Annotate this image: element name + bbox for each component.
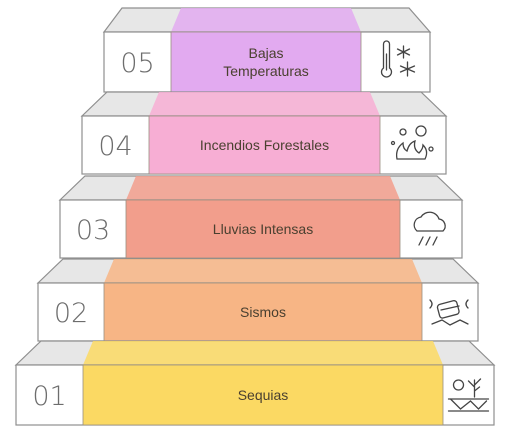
step-label: Lluvias Intensas	[213, 221, 313, 237]
step-01: 01 Sequias	[14, 340, 496, 426]
drought-icon	[447, 378, 490, 412]
carpet-riser	[82, 364, 444, 426]
rain-cloud-icon	[413, 211, 446, 246]
step-label: Incendios Forestales	[200, 137, 329, 153]
step-number: 03	[76, 215, 110, 246]
step-number: 01	[32, 381, 66, 412]
forest-fire-icon	[390, 125, 434, 160]
step-label: Bajas	[248, 45, 283, 61]
carpet-tread	[149, 92, 380, 116]
step-03: 03 Lluvias Intensas	[58, 175, 464, 259]
carpet-tread	[171, 8, 361, 32]
step-number: 05	[120, 48, 154, 79]
step-label: Sequias	[238, 387, 289, 403]
thermometer-snowflake-icon	[380, 40, 416, 78]
carpet-riser	[125, 199, 401, 259]
step-04: 04 Incendios Forestales	[80, 91, 448, 175]
step-number: 04	[98, 131, 132, 162]
step-02: 02 Sismos	[36, 258, 480, 342]
carpet-riser	[103, 282, 423, 342]
step-number: 02	[54, 298, 88, 329]
earthquake-icon	[429, 299, 469, 326]
step-label: Temperaturas	[223, 63, 309, 79]
carpet-tread	[126, 176, 400, 200]
step-label: Sismos	[240, 304, 286, 320]
carpet-riser	[170, 31, 362, 93]
carpet-tread	[83, 341, 443, 365]
carpet-riser	[148, 115, 381, 175]
carpet-tread	[104, 259, 422, 283]
